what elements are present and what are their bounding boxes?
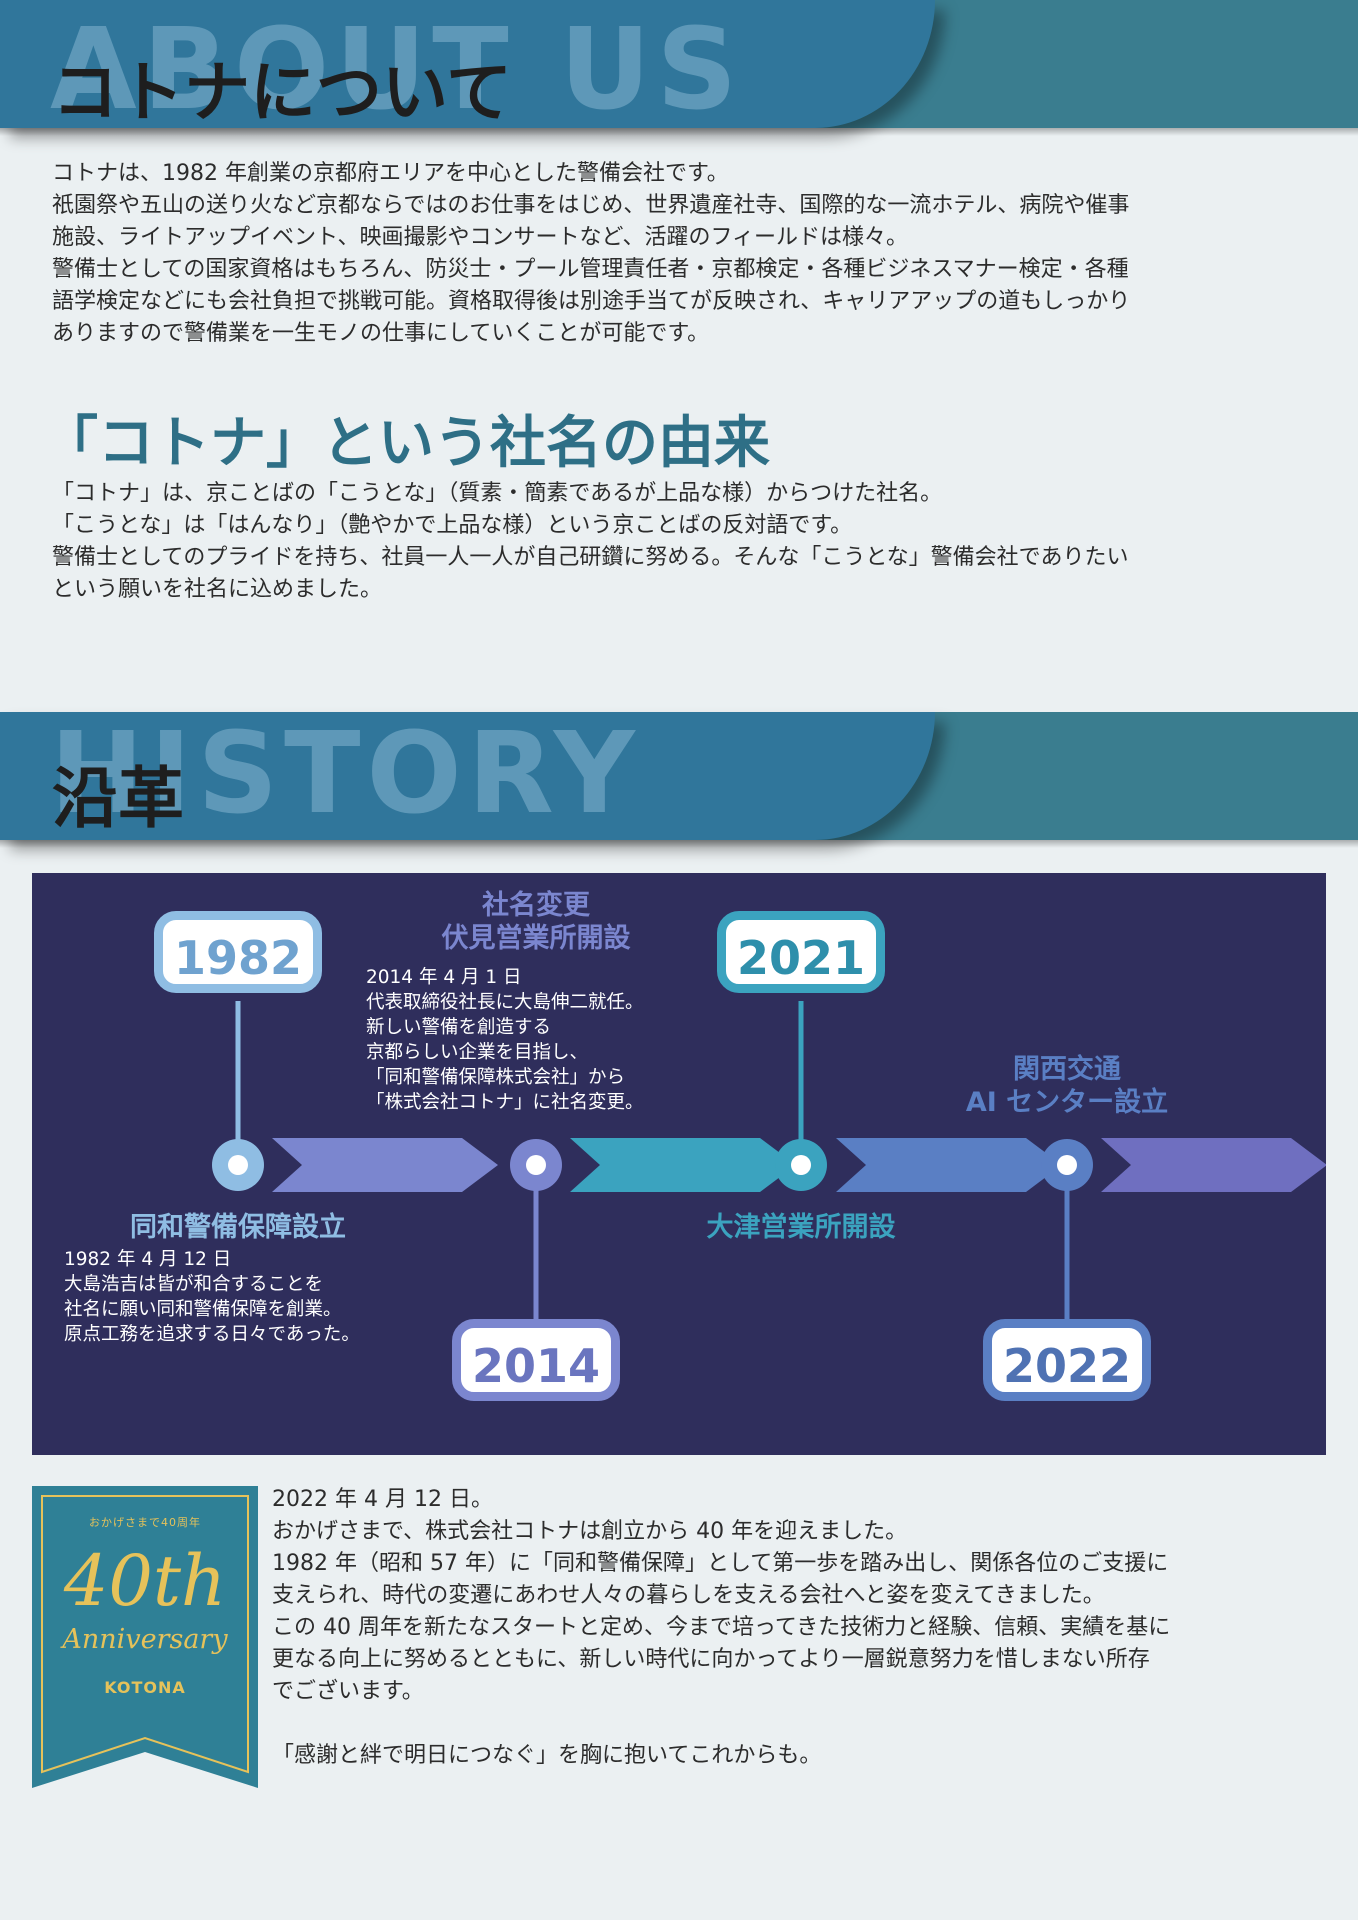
year-box-2022: 2022 — [983, 1319, 1151, 1401]
about-line: コトナは、1982 年創業の京都府エリアを中心とした警備会社です。 — [52, 161, 729, 186]
event-1982-body: 1982 年 4 月 12 日 大島浩吉は皆が和合することを 社名に願い同和警備… — [64, 1247, 360, 1347]
chevron-3 — [836, 1138, 1062, 1192]
event-1982-heading: 同和警備保障設立 — [130, 1212, 346, 1243]
history-header-band — [0, 712, 1358, 848]
event-2021-heading: 大津営業所開設 — [706, 1212, 896, 1243]
history-timeline: 1982 2014 2021 2022 同和警備保障設立 1982 年 4 月 … — [32, 873, 1326, 1455]
event-body-line: 1982 年 4 月 12 日 — [64, 1249, 232, 1270]
anniversary-line: でございます。 — [272, 1679, 424, 1704]
history-header-tab — [0, 712, 935, 840]
node-2022-center — [1057, 1155, 1077, 1175]
about-title: コトナについて — [52, 54, 513, 131]
anniversary-ribbon: おかげさまで40周年 40th Anniversary KOTONA — [32, 1486, 258, 1788]
event-2022-heading: 関西交通 AI センター設立 — [947, 1053, 1187, 1119]
history-ghost-title: HISTORY — [50, 709, 641, 839]
node-2021-center — [791, 1155, 811, 1175]
year-box-1982: 1982 — [154, 911, 322, 993]
about-line: 警備士としての国家資格はもちろん、防災士・プール管理責任者・京都検定・各種ビジネ… — [52, 257, 1129, 282]
ribbon-caption: おかげさまで40周年 — [89, 1516, 201, 1529]
event-heading-line: 関西交通 — [1013, 1054, 1121, 1085]
event-heading-line: 社名変更 — [482, 890, 590, 921]
spacer — [272, 1708, 1322, 1740]
about-line: 祇園祭や五山の送り火など京都ならではのお仕事をはじめ、世界遺産社寺、国際的な一流… — [52, 193, 1130, 218]
event-body-line: 「株式会社コトナ」に社名変更。 — [366, 1092, 644, 1113]
about-header-tab — [0, 0, 935, 128]
event-body-line: 新しい警備を創造する — [366, 1017, 552, 1038]
node-2014-center — [526, 1155, 546, 1175]
about-line: ありますので警備業を一生モノの仕事にしていくことが可能です。 — [52, 321, 710, 346]
ribbon-background — [32, 1486, 258, 1788]
node-1982-center — [228, 1155, 248, 1175]
event-body-line: 大島浩吉は皆が和合することを — [64, 1274, 324, 1295]
history-title: 沿革 — [52, 760, 184, 837]
ribbon-number: 40th — [63, 1540, 227, 1622]
ribbon-border — [41, 1495, 249, 1774]
timeline-graphic — [212, 1001, 1326, 1321]
about-ghost-title: ABOUT US — [50, 5, 744, 135]
about-text: コトナは、1982 年創業の京都府エリアを中心とした警備会社です。 祇園祭や五山… — [52, 158, 1312, 350]
origin-title: 「コトナ」という社名の由来 — [42, 411, 770, 476]
origin-line: という願いを社名に込めました。 — [52, 577, 383, 602]
event-body-line: 「同和警備保障株式会社」から — [366, 1067, 626, 1088]
event-body-line: 代表取締役社長に大島伸二就任。 — [366, 992, 644, 1013]
chevron-2 — [570, 1138, 796, 1192]
event-2014-heading: 社名変更 伏見営業所開設 — [416, 889, 656, 955]
anniversary-closing: 「感謝と絆で明日につなぐ」を胸に抱いてこれからも。 — [272, 1743, 822, 1768]
event-heading-line: AI センター設立 — [965, 1087, 1169, 1118]
event-body-line: 京都らしい企業を目指し、 — [366, 1042, 589, 1063]
chevron-4 — [1101, 1138, 1326, 1192]
event-heading-line: 伏見営業所開設 — [441, 923, 631, 954]
anniversary-line: 1982 年（昭和 57 年）に「同和警備保障」として第一歩を踏み出し、関係各位… — [272, 1551, 1169, 1576]
year-box-2021: 2021 — [717, 911, 885, 993]
about-header-band — [0, 0, 1358, 136]
anniversary-line: 更なる向上に努めるとともに、新しい時代に向かってより一層鋭意努力を惜しまない所存 — [272, 1647, 1150, 1672]
origin-line: 「コトナ」は、京ことばの「こうとな」（質素・簡素であるが上品な様）からつけた社名… — [52, 481, 943, 506]
event-body-line: 原点工務を追求する日々であった。 — [64, 1324, 360, 1345]
anniversary-line: 支えられ、時代の変遷にあわせ人々の暮らしを支える会社へと姿を変えてきました。 — [272, 1583, 1105, 1608]
anniversary-line: この 40 周年を新たなスタートと定め、今まで培ってきた技術力と経験、信頼、実績… — [272, 1615, 1171, 1640]
anniversary-text: 2022 年 4 月 12 日。 おかげさまで、株式会社コトナは創立から 40 … — [272, 1484, 1322, 1772]
origin-line: 「こうとな」は「はんなり」（艶やかで上品な様）という京ことばの反対語です。 — [52, 513, 853, 538]
chevron-1 — [272, 1138, 498, 1192]
about-line: 語学検定などにも会社負担で挑戦可能。資格取得後は別途手当てが反映され、キャリアア… — [52, 289, 1131, 314]
band-shadow — [0, 128, 1358, 136]
band-shadow — [0, 840, 1358, 848]
origin-line: 警備士としてのプライドを持ち、社員一人一人が自己研鑽に努める。そんな「こうとな」… — [52, 545, 1129, 570]
origin-text: 「コトナ」は、京ことばの「こうとな」（質素・簡素であるが上品な様）からつけた社名… — [52, 478, 1312, 606]
year-box-2014: 2014 — [452, 1319, 620, 1401]
anniversary-line: 2022 年 4 月 12 日。 — [272, 1487, 493, 1512]
ribbon-shape — [32, 1486, 258, 1788]
event-body-line: 2014 年 4 月 1 日 — [366, 967, 522, 988]
ribbon-brand: KOTONA — [104, 1678, 186, 1697]
about-line: 施設、ライトアップイベント、映画撮影やコンサートなど、活躍のフィールドは様々。 — [52, 225, 909, 250]
anniversary-line: おかげさまで、株式会社コトナは創立から 40 年を迎えました。 — [272, 1519, 908, 1544]
ribbon-word: Anniversary — [62, 1624, 228, 1655]
event-body-line: 社名に願い同和警備保障を創業。 — [64, 1299, 342, 1320]
event-2014-body: 2014 年 4 月 1 日 代表取締役社長に大島伸二就任。 新しい警備を創造す… — [366, 965, 644, 1115]
